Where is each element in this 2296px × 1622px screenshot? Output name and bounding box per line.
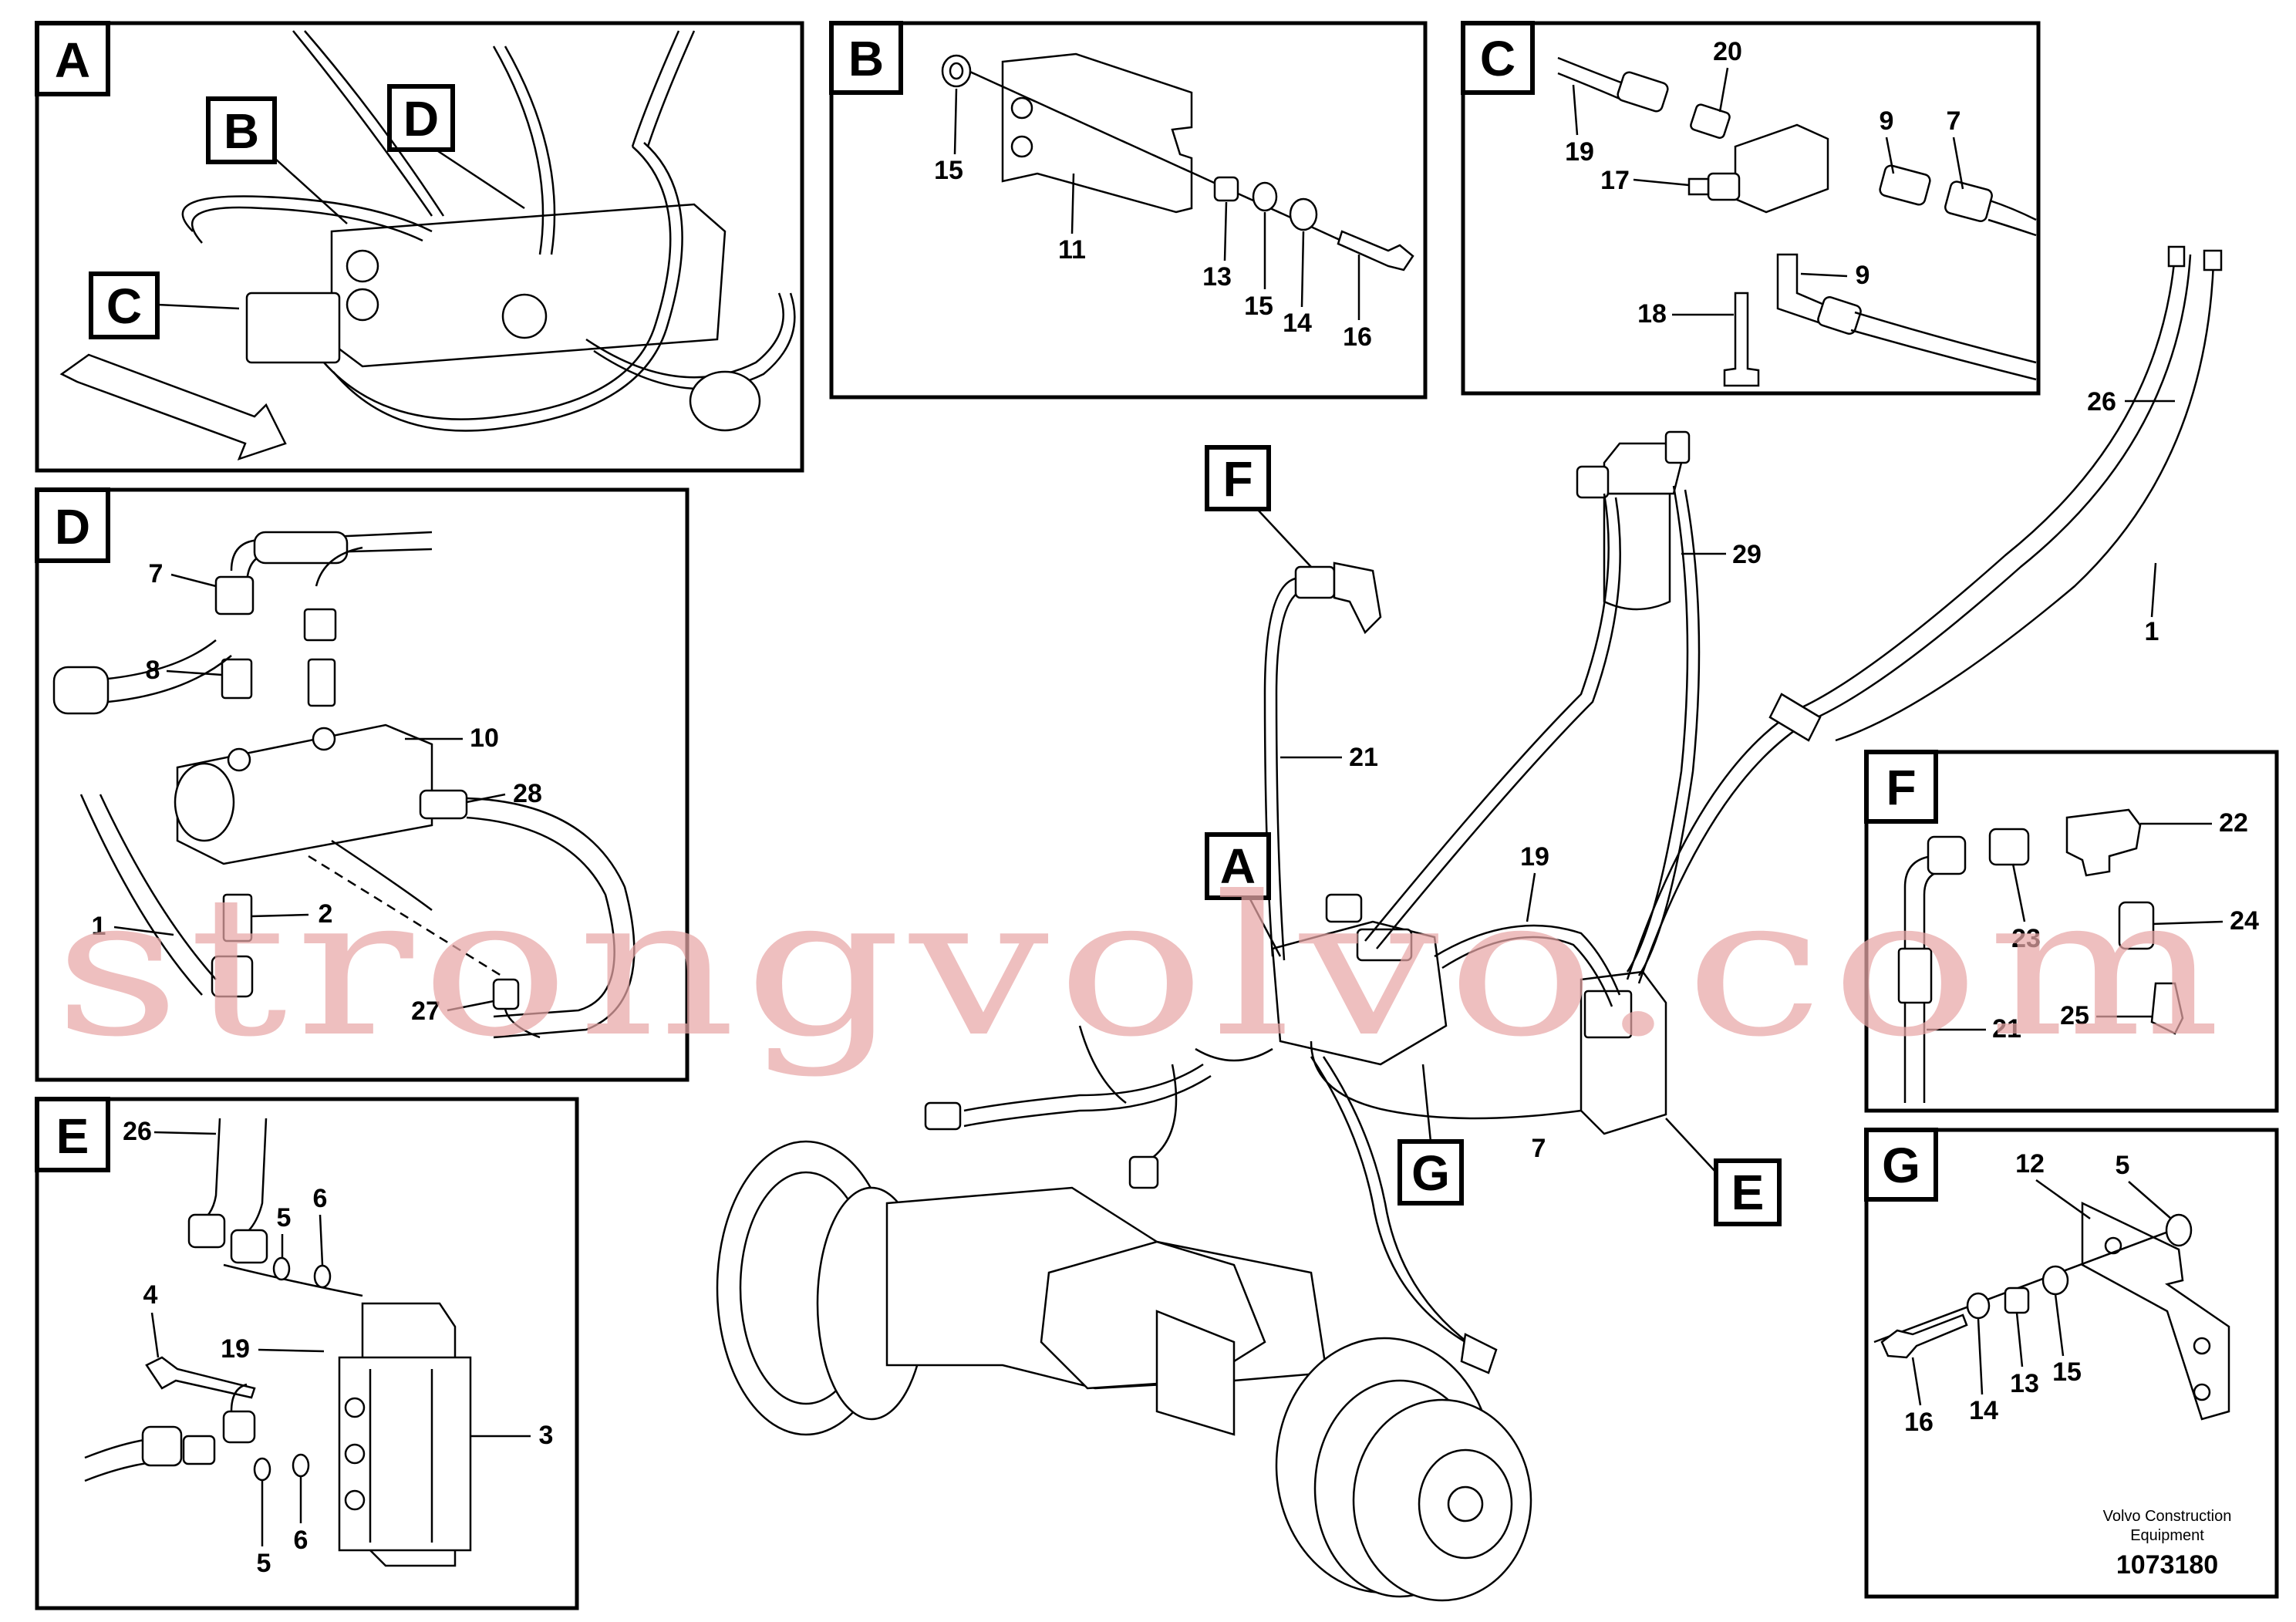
label-b-16: 16	[1343, 322, 1372, 352]
label-e-3: 3	[539, 1421, 554, 1450]
panel-a-subtag-b: B	[224, 103, 259, 159]
main-tag-a: A	[1220, 838, 1256, 894]
filter-29	[1576, 430, 1691, 611]
label-e-6b: 6	[294, 1526, 308, 1555]
label-g-14: 14	[1969, 1396, 1998, 1425]
main-label-1: 1	[2145, 617, 2159, 646]
label-d-8: 8	[146, 656, 160, 685]
label-b-11: 11	[1058, 235, 1086, 265]
label-g-13: 13	[2010, 1369, 2039, 1398]
label-c-17: 17	[1600, 166, 1630, 195]
main-tag-e: E	[1731, 1165, 1765, 1220]
label-e-19: 19	[221, 1334, 250, 1364]
panel-c-tag: C	[1480, 31, 1515, 86]
main-valve-block	[1271, 893, 1448, 1066]
main-label-7: 7	[1532, 1134, 1546, 1163]
footer: Volvo Construction Equipment 1073180	[2103, 1508, 2232, 1580]
main-tag-f: F	[1222, 451, 1253, 507]
main-label-29: 29	[1732, 540, 1762, 569]
label-c-20: 20	[1713, 37, 1742, 66]
label-b-13: 13	[1202, 262, 1232, 292]
panel-a-subtag-c: C	[106, 278, 142, 334]
label-e-5b: 5	[257, 1549, 271, 1578]
label-e-6a: 6	[313, 1184, 328, 1213]
label-d-2: 2	[319, 899, 333, 929]
panel-a: A B D C	[35, 21, 804, 473]
panel-f-tag: F	[1886, 760, 1916, 815]
panel-e: E 26 5 6 4 19	[35, 1097, 579, 1610]
label-c-9b: 9	[1856, 261, 1870, 290]
label-g-12: 12	[2015, 1149, 2045, 1179]
label-f-24: 24	[2230, 906, 2259, 936]
footer-company-line2: Equipment	[2130, 1527, 2204, 1544]
panel-d-tag: D	[55, 499, 90, 555]
main-label-19: 19	[1520, 842, 1549, 872]
label-g-5: 5	[2116, 1151, 2130, 1180]
panel-c: C 20 19 9 7 17 9 18	[1461, 21, 2041, 396]
label-d-10: 10	[470, 723, 499, 753]
panel-f: F 22 23 24 21 25	[1864, 750, 2279, 1113]
label-g-16: 16	[1904, 1408, 1934, 1437]
panel-a-tag: A	[55, 32, 90, 88]
axle	[716, 1140, 1532, 1602]
main-assembly: A F G E 26 29 1 21 19 7	[716, 245, 2223, 1602]
label-d-27: 27	[411, 996, 440, 1026]
label-f-23: 23	[2011, 924, 2041, 953]
label-f-22: 22	[2219, 808, 2248, 838]
label-b-15b: 15	[1244, 292, 1273, 321]
label-b-15a: 15	[934, 156, 963, 185]
panel-e-tag: E	[56, 1108, 89, 1164]
panel-d: D 7 8 10	[35, 487, 689, 1082]
footer-company-line1: Volvo Construction	[2103, 1508, 2232, 1525]
label-c-9a: 9	[1880, 106, 1894, 136]
main-label-26: 26	[2087, 387, 2116, 416]
label-c-7: 7	[1947, 106, 1961, 136]
main-tag-g: G	[1411, 1145, 1450, 1201]
label-c-18: 18	[1637, 299, 1667, 329]
label-d-7: 7	[149, 559, 164, 588]
panel-g: G 12 5 16 14 13 15	[1864, 1128, 2279, 1599]
label-b-14: 14	[1283, 309, 1312, 338]
panel-b-tag: B	[848, 31, 884, 86]
label-g-15: 15	[2052, 1357, 2082, 1387]
label-e-5a: 5	[277, 1203, 292, 1233]
label-f-25: 25	[2060, 1001, 2089, 1030]
label-e-4: 4	[143, 1280, 158, 1310]
footer-drawing-number: 1073180	[2116, 1550, 2218, 1580]
label-e-26: 26	[123, 1117, 152, 1146]
panel-b: B 15 11 13 15 14 16	[829, 21, 1428, 400]
watermark-text: strongvolvo.com	[54, 855, 2229, 1079]
label-d-28: 28	[513, 779, 542, 808]
panel-g-tag: G	[1882, 1138, 1920, 1193]
label-d-1: 1	[92, 912, 106, 941]
panel-a-subtag-d: D	[403, 91, 439, 147]
label-c-19: 19	[1565, 137, 1594, 167]
main-label-21: 21	[1349, 743, 1378, 772]
label-f-21: 21	[1992, 1014, 2021, 1044]
